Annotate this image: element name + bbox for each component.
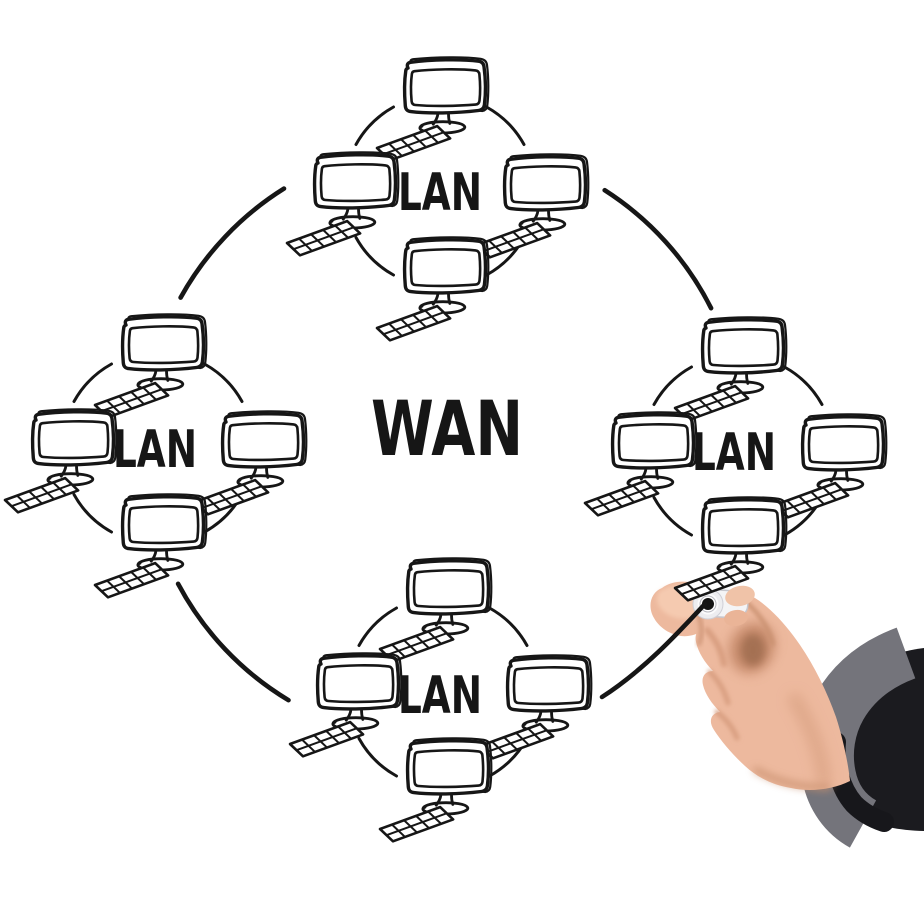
computer-icon <box>380 558 491 664</box>
lan-label-left: LAN <box>113 420 197 480</box>
computer-icon <box>675 497 786 603</box>
lan-cluster-bottom: LAN <box>290 558 591 844</box>
computer-icon <box>5 409 116 515</box>
lan-label-right: LAN <box>692 423 776 483</box>
lan-label-bottom: LAN <box>398 666 482 726</box>
connection-arc-right-bottom-being-drawn <box>599 601 708 700</box>
computer-icon <box>380 738 491 844</box>
hand-with-marker <box>650 581 924 848</box>
computer-icon <box>585 412 696 518</box>
connection-arc-top-right <box>602 187 714 311</box>
computer-icon <box>95 314 206 420</box>
computer-icon <box>675 317 786 423</box>
connection-arc-left-top <box>178 186 287 300</box>
computer-icon <box>377 57 488 163</box>
computer-icon <box>287 152 398 258</box>
computer-icon <box>477 154 588 260</box>
computer-icon <box>377 237 488 343</box>
computer-icon <box>290 653 401 759</box>
lan-cluster-right: LAN <box>585 317 886 603</box>
lan-label-top: LAN <box>398 163 482 223</box>
computer-icon <box>775 414 886 520</box>
computer-icon <box>95 494 206 600</box>
lan-cluster-top: LAN <box>287 57 588 343</box>
wan-label: WAN <box>371 384 523 473</box>
connection-arc-bottom-left <box>175 581 291 703</box>
computer-icon <box>195 411 306 517</box>
wan-ring-connections <box>175 186 714 703</box>
computer-icon <box>480 655 591 761</box>
lan-cluster-left: LAN <box>5 314 306 600</box>
